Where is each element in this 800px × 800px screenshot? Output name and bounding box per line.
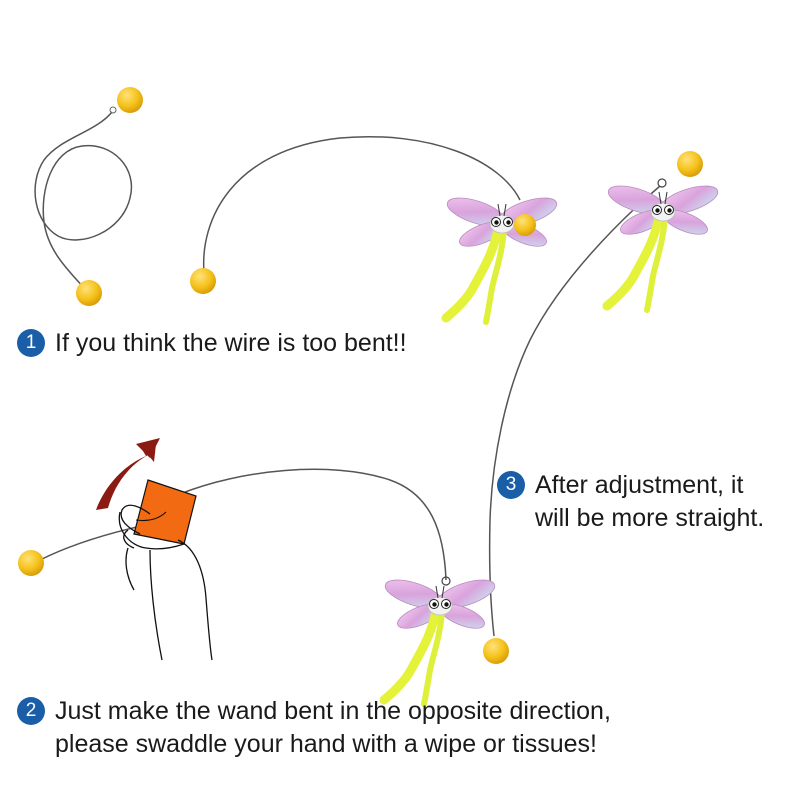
ball-icon xyxy=(514,214,536,236)
dragonfly-lure-icon xyxy=(605,180,721,310)
bent-wand-toy xyxy=(190,136,560,322)
step-3: 3 After adjustment, it will be more stra… xyxy=(497,469,764,535)
step-line: please swaddle your hand with a wipe or … xyxy=(55,730,597,758)
straight-wand-toy xyxy=(483,151,721,664)
cloth-icon xyxy=(133,479,197,545)
ball-icon xyxy=(76,280,102,306)
ball-icon xyxy=(18,550,44,576)
bend-direction-arrow-icon xyxy=(96,444,156,510)
step-line: will be more straight. xyxy=(535,504,765,532)
hand-bending-wand xyxy=(18,438,498,704)
step-2: 2 Just make the wand bent in the opposit… xyxy=(17,695,611,761)
ball-icon xyxy=(483,638,509,664)
step-line: Just make the wand bent in the opposite … xyxy=(55,697,611,725)
dragonfly-lure-icon xyxy=(444,192,560,322)
step-1: 1 If you think the wire is too bent!! xyxy=(17,327,407,360)
step-text: If you think the wire is too bent!! xyxy=(55,327,407,360)
step-line: If you think the wire is too bent!! xyxy=(55,329,407,357)
ball-icon xyxy=(677,151,703,177)
dragonfly-lure-icon xyxy=(382,574,498,704)
coiled-wire-toy xyxy=(34,87,143,306)
step-line: After adjustment, it xyxy=(535,471,744,499)
step-text: After adjustment, it will be more straig… xyxy=(535,469,764,535)
step-number-badge: 1 xyxy=(17,329,45,357)
step-number-badge: 3 xyxy=(497,471,525,499)
step-number-badge: 2 xyxy=(17,697,45,725)
ball-icon xyxy=(117,87,143,113)
ball-icon xyxy=(190,268,216,294)
step-text: Just make the wand bent in the opposite … xyxy=(55,695,611,761)
